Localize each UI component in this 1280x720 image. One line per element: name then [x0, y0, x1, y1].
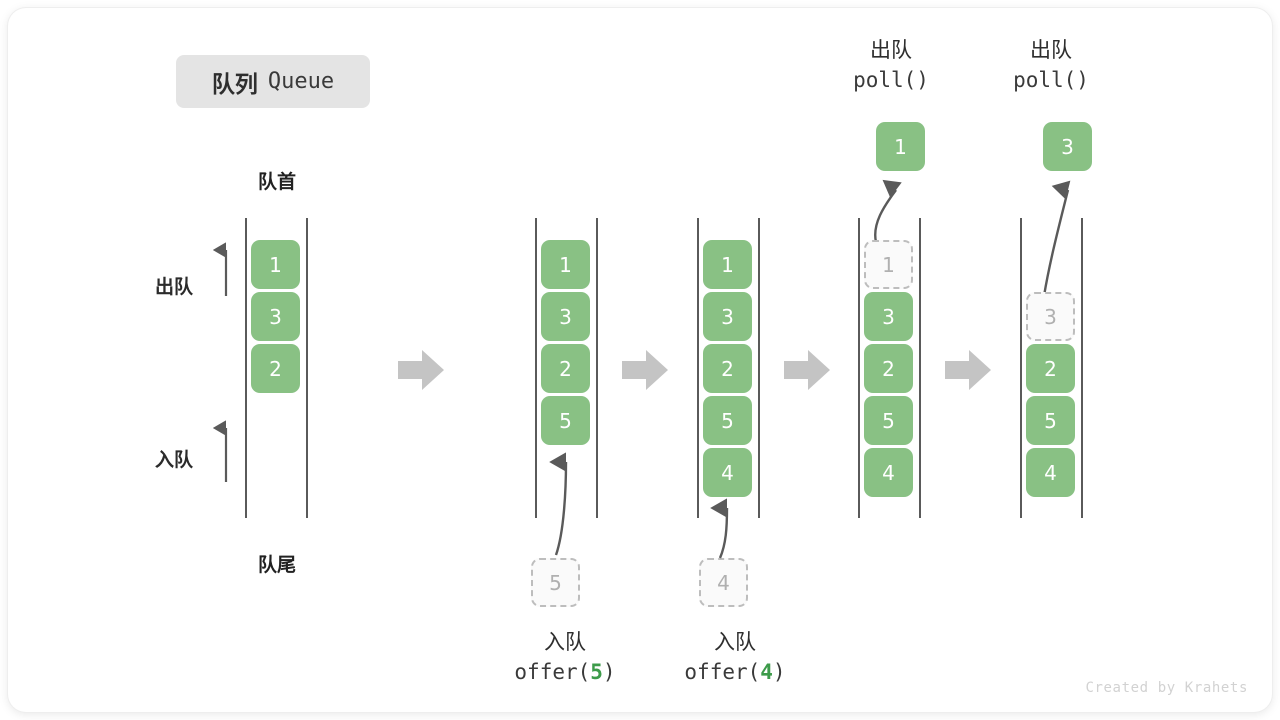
incoming-ghost-cell: 4	[699, 558, 748, 607]
caption-code: poll()	[853, 67, 929, 92]
rail-right	[919, 218, 921, 518]
dequeue-motion-arrow-icon	[1042, 180, 1071, 297]
queue-cell: 4	[1026, 448, 1075, 497]
stage-caption: 出队 poll()	[801, 36, 981, 96]
rail-right	[758, 218, 760, 518]
rail-left	[535, 218, 537, 518]
flow-arrow-icon	[945, 350, 991, 390]
queue-cell: 2	[251, 344, 300, 393]
rail-left	[1020, 218, 1022, 518]
queue-cell: 5	[541, 396, 590, 445]
ejected-cell: 3	[1043, 122, 1092, 171]
enqueue-motion-arrow-icon	[549, 452, 568, 556]
flow-arrow-icon	[784, 350, 830, 390]
dequeue-direction-arrow-icon	[212, 242, 228, 296]
enqueue-direction-arrow-icon	[212, 420, 228, 482]
caption-cn: 出队	[870, 38, 912, 62]
queue-front-label: 队首	[257, 171, 296, 193]
queue-cell: 1	[541, 240, 590, 289]
ejected-cell: 1	[876, 122, 925, 171]
queue-rear-label: 队尾	[257, 554, 296, 576]
caption-code: poll()	[1013, 67, 1089, 92]
caption-code: offer(4)	[684, 659, 786, 684]
dequeue-label: 出队	[155, 276, 194, 298]
queue-cell-ghost: 1	[864, 240, 913, 289]
queue-cell: 5	[1026, 396, 1075, 445]
title-cn: 队列	[211, 71, 258, 98]
watermark: Created by Krahets	[1085, 680, 1248, 696]
queue-cell: 4	[703, 448, 752, 497]
queue-cell: 3	[703, 292, 752, 341]
title-badge: 队列 Queue	[176, 55, 370, 108]
queue-cell: 1	[251, 240, 300, 289]
enqueue-label: 入队	[155, 449, 194, 471]
stage-caption: 入队 offer(5)	[465, 628, 665, 688]
rail-right	[1081, 218, 1083, 518]
stage-caption: 入队 offer(4)	[635, 628, 835, 688]
dequeue-motion-arrow-icon	[874, 179, 902, 243]
flow-arrow-icon	[398, 350, 444, 390]
caption-code: offer(5)	[514, 659, 616, 684]
flow-arrow-icon	[622, 350, 668, 390]
queue-cell: 2	[864, 344, 913, 393]
queue-cell: 2	[703, 344, 752, 393]
queue-cell: 3	[541, 292, 590, 341]
queue-cell: 2	[1026, 344, 1075, 393]
queue-cell: 2	[541, 344, 590, 393]
incoming-ghost-cell: 5	[531, 558, 580, 607]
diagram-card: 队列 Queue 队首 队尾 出队 入队 1 3 2 1 3 2 5	[8, 8, 1272, 712]
queue-cell: 5	[703, 396, 752, 445]
rail-left	[858, 218, 860, 518]
rail-left	[697, 218, 699, 518]
queue-cell: 5	[864, 396, 913, 445]
title-en: Queue	[267, 69, 335, 94]
queue-cell: 3	[251, 292, 300, 341]
caption-cn: 入队	[714, 630, 756, 654]
rail-left	[245, 218, 247, 518]
enqueue-motion-arrow-icon	[710, 498, 729, 559]
stage-caption: 出队 poll()	[961, 36, 1141, 96]
queue-cell-ghost: 3	[1026, 292, 1075, 341]
rail-right	[596, 218, 598, 518]
queue-cell: 1	[703, 240, 752, 289]
queue-cell: 3	[864, 292, 913, 341]
caption-cn: 入队	[544, 630, 586, 654]
queue-cell-empty	[1026, 240, 1075, 289]
rail-right	[306, 218, 308, 518]
caption-cn: 出队	[1030, 38, 1072, 62]
queue-cell: 4	[864, 448, 913, 497]
